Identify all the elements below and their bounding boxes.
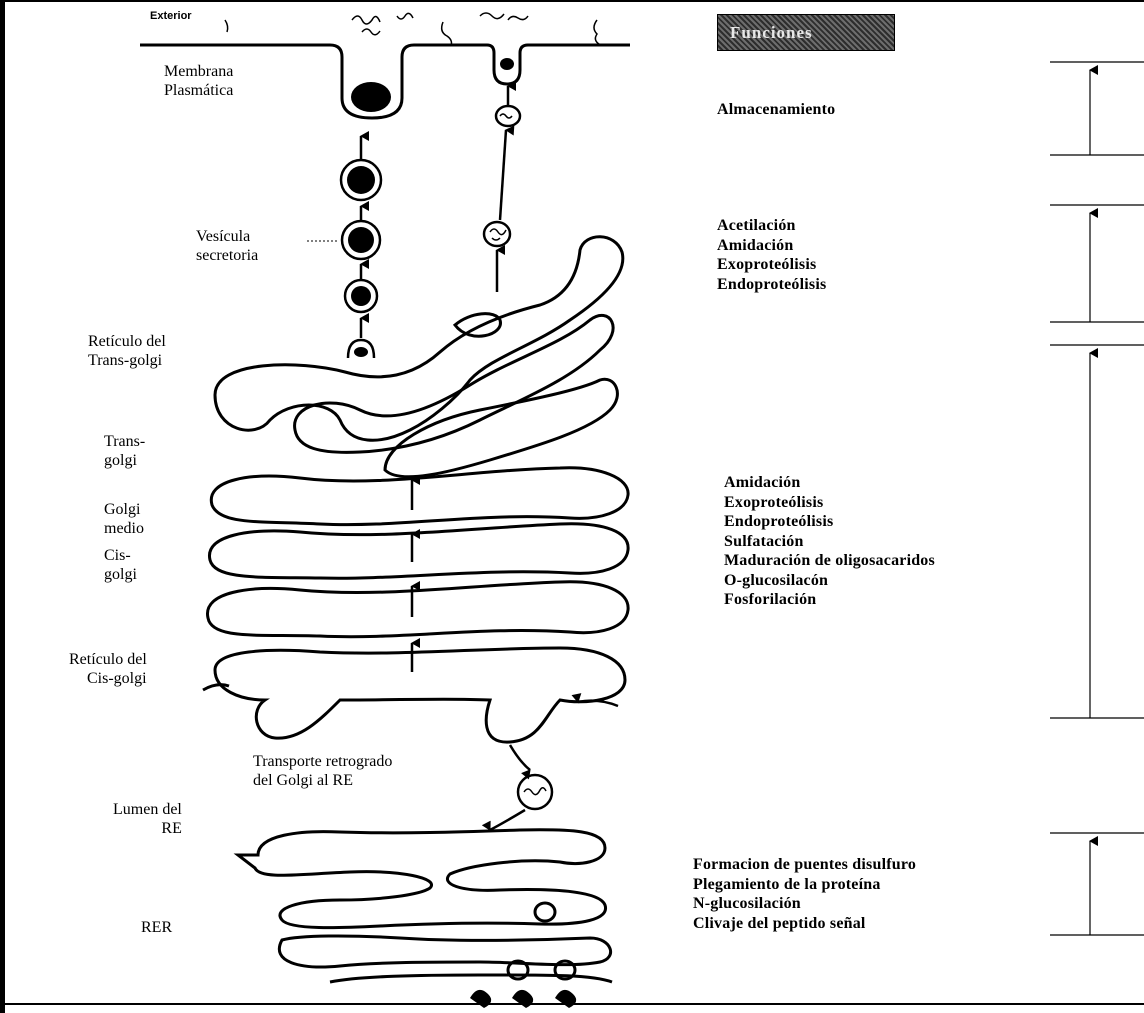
constitutive-secretion-pathway bbox=[484, 86, 520, 292]
function-item: Exoproteólisis bbox=[724, 493, 935, 513]
label-trans-golgi-line2: golgi bbox=[104, 451, 145, 470]
function-item: Maduración de oligosacaridos bbox=[724, 551, 935, 571]
function-item: Plegamiento de la proteína bbox=[693, 875, 916, 895]
label-lumen: Lumen del RE bbox=[113, 800, 182, 838]
label-membrana-line1: Membrana bbox=[164, 62, 233, 81]
ribosomes bbox=[470, 990, 576, 1008]
function-item: Acetilación bbox=[717, 216, 826, 236]
label-reticulo-cis-line2: Cis-golgi bbox=[69, 669, 147, 688]
label-golgi-medio-line2: medio bbox=[104, 519, 144, 538]
label-lumen-line2: RE bbox=[113, 819, 182, 838]
label-reticulo-trans: Retículo del Trans-golgi bbox=[88, 332, 166, 370]
label-cis-golgi-line2: golgi bbox=[104, 565, 137, 584]
trans-golgi-network bbox=[215, 237, 623, 477]
regulated-secretion-pathway bbox=[341, 136, 381, 358]
bottom-border-strip bbox=[5, 1003, 1144, 1005]
cis-golgi-cisterna bbox=[207, 582, 628, 637]
function-item: N-glucosilación bbox=[693, 894, 916, 914]
label-transporte: Transporte retrogrado del Golgi al RE bbox=[253, 752, 392, 790]
label-rer: RER bbox=[141, 918, 172, 937]
function-item: Formacion de puentes disulfuro bbox=[693, 855, 916, 875]
label-vesicula: Vesícula secretoria bbox=[196, 227, 258, 265]
function-group-storage: Almacenamiento bbox=[717, 100, 835, 120]
label-trans-golgi: Trans- golgi bbox=[104, 432, 145, 470]
function-group-trans-golgi-network: Acetilación Amidación Exoproteólisis End… bbox=[717, 216, 826, 294]
retrograde-vesicle bbox=[490, 745, 552, 830]
label-transporte-line2: del Golgi al RE bbox=[253, 771, 392, 790]
label-transporte-line1: Transporte retrogrado bbox=[253, 752, 392, 771]
label-golgi-medio: Golgi medio bbox=[104, 500, 144, 538]
function-item: Amidación bbox=[717, 236, 826, 256]
function-item: Sulfatación bbox=[724, 532, 935, 552]
exterior-proteins bbox=[225, 13, 599, 46]
function-item: O-glucosilacón bbox=[724, 571, 935, 591]
cis-golgi-network bbox=[203, 648, 625, 742]
function-item: Almacenamiento bbox=[717, 100, 835, 120]
label-reticulo-trans-line1: Retículo del bbox=[88, 332, 166, 351]
functions-header: Funciones bbox=[717, 14, 895, 51]
label-vesicula-line1: Vesícula bbox=[196, 227, 258, 246]
function-item: Clivaje del peptido señal bbox=[693, 914, 916, 934]
function-item: Fosforilación bbox=[724, 590, 935, 610]
medial-golgi-cisterna bbox=[209, 524, 628, 578]
function-item: Endoproteólisis bbox=[717, 275, 826, 295]
label-lumen-line1: Lumen del bbox=[113, 800, 182, 819]
label-reticulo-trans-line2: Trans-golgi bbox=[88, 351, 166, 370]
golgi-cisternae bbox=[207, 468, 628, 637]
label-vesicula-line2: secretoria bbox=[196, 246, 258, 265]
exterior-label: Exterior bbox=[150, 10, 192, 22]
label-membrana-line2: Plasmática bbox=[164, 81, 233, 100]
function-item: Exoproteólisis bbox=[717, 255, 826, 275]
function-group-rer: Formacion de puentes disulfuro Plegamien… bbox=[693, 855, 916, 933]
fused-secretory-granule bbox=[351, 58, 514, 112]
functions-header-text: Funciones bbox=[730, 23, 813, 43]
function-item: Amidación bbox=[724, 473, 935, 493]
endoplasmic-reticulum bbox=[238, 830, 612, 982]
label-membrana: Membrana Plasmática bbox=[164, 62, 233, 100]
label-trans-golgi-line1: Trans- bbox=[104, 432, 145, 451]
label-reticulo-cis: Retículo del Cis-golgi bbox=[69, 650, 147, 688]
label-cis-golgi-line1: Cis- bbox=[104, 546, 137, 565]
function-item: Endoproteólisis bbox=[724, 512, 935, 532]
label-cis-golgi: Cis- golgi bbox=[104, 546, 137, 584]
label-golgi-medio-line1: Golgi bbox=[104, 500, 144, 519]
function-brackets bbox=[1050, 62, 1144, 935]
function-group-golgi: Amidación Exoproteólisis Endoproteólisis… bbox=[724, 473, 935, 610]
label-reticulo-cis-line1: Retículo del bbox=[69, 650, 147, 669]
